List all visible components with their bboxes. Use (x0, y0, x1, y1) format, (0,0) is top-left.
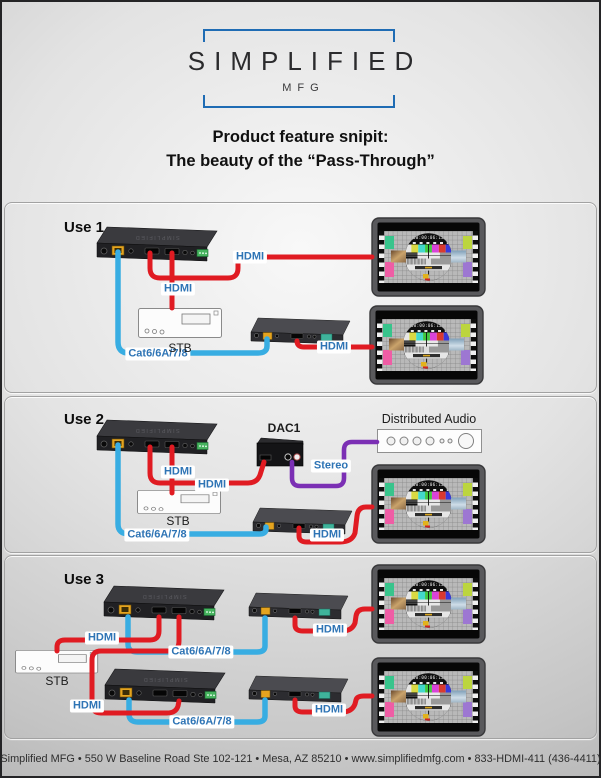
stereo-label-use2: Stereo (310, 459, 352, 473)
rca-port-white (293, 453, 301, 461)
brand-frame-stub-tl (203, 29, 205, 42)
tv-use2 (372, 465, 485, 543)
transmitter-use1 (96, 226, 218, 262)
transmitter-a-use3 (103, 585, 225, 621)
distributed-audio-label: Distributed Audio (381, 412, 477, 426)
hdmi-label-use3-rxb: HDMI (311, 703, 347, 717)
stb-label-use3: STB (45, 674, 69, 688)
brand-frame-stub-bl (203, 95, 205, 108)
stereo-cable-use2 (289, 439, 380, 489)
use3-label: Use 3 (64, 571, 105, 588)
brand-frame-stub-br (393, 95, 395, 108)
use2-panel (4, 396, 597, 553)
tv2-use1 (370, 306, 483, 384)
dac1-label: DAC1 (267, 421, 301, 435)
hdmi-label-use3-stb-txa: HDMI (84, 631, 120, 645)
distributed-audio-device (377, 429, 482, 453)
brand-frame-top (203, 29, 395, 31)
footer-contact-line: Simplified MFG • 550 W Baseline Road Ste… (0, 753, 601, 765)
use3-panel (4, 555, 597, 739)
hdmi-cable-use2-rx-to-tv (296, 504, 375, 545)
tv-b-use3 (372, 658, 485, 736)
hdmi-label-use1-rx: HDMI (316, 340, 352, 354)
stb-use2 (137, 489, 221, 515)
hdmi-cable-use3-rxa-to-tv (292, 606, 375, 634)
brand-frame-stub-tr (393, 29, 395, 42)
use2-label: Use 2 (64, 411, 105, 428)
stb-label-use2: STB (166, 514, 190, 528)
transmitter-use2 (96, 419, 218, 455)
tv1-use1 (372, 218, 485, 296)
cat6-label-use3-a: Cat6/6A/7/8 (168, 645, 234, 659)
cat6-cable-use1 (115, 249, 270, 356)
brand-sub-wordmark: MFG (282, 82, 325, 94)
cat6-label-use3-b: Cat6/6A/7/8 (169, 715, 235, 729)
use1-panel (4, 202, 597, 393)
cat6-label-use1: Cat6/6A/7/8 (125, 347, 191, 361)
brand-frame-bottom (203, 106, 395, 108)
hdmi-label-use3-rxa: HDMI (312, 623, 348, 637)
brand-wordmark: SIMPLIFIED (187, 46, 423, 76)
cat6-label-use2: Cat6/6A/7/8 (124, 528, 190, 542)
stb-use3 (14, 649, 99, 674)
stb-label-use1: STB (168, 341, 192, 355)
transmitter-b-use3 (104, 668, 226, 704)
cat6-cable-use2 (115, 442, 269, 537)
hdmi-port (259, 454, 272, 461)
hdmi-label-use2-rx: HDMI (309, 528, 345, 542)
tv-a-use3 (372, 565, 485, 643)
hdmi-cable-use1-rx-to-tv (294, 338, 375, 350)
receiver-a-use3 (248, 592, 349, 620)
page-title-line2: The beauty of the “Pass-Through” (166, 152, 435, 170)
stb-use1 (138, 308, 222, 338)
hdmi-label-use1-tv: HDMI (232, 250, 268, 264)
hdmi-label-use1-stb: HDMI (160, 282, 196, 296)
page-title-line1: Product feature snipit: (212, 128, 389, 146)
rca-port-black (284, 453, 292, 461)
use1-label: Use 1 (64, 219, 105, 236)
hdmi-label-use2-dac: HDMI (194, 478, 230, 492)
hdmi-cable-use3-rxb-to-tv (292, 693, 375, 715)
hdmi-label-use3-txa-txb: HDMI (69, 699, 105, 713)
hdmi-label-use2-stb: HDMI (160, 465, 196, 479)
